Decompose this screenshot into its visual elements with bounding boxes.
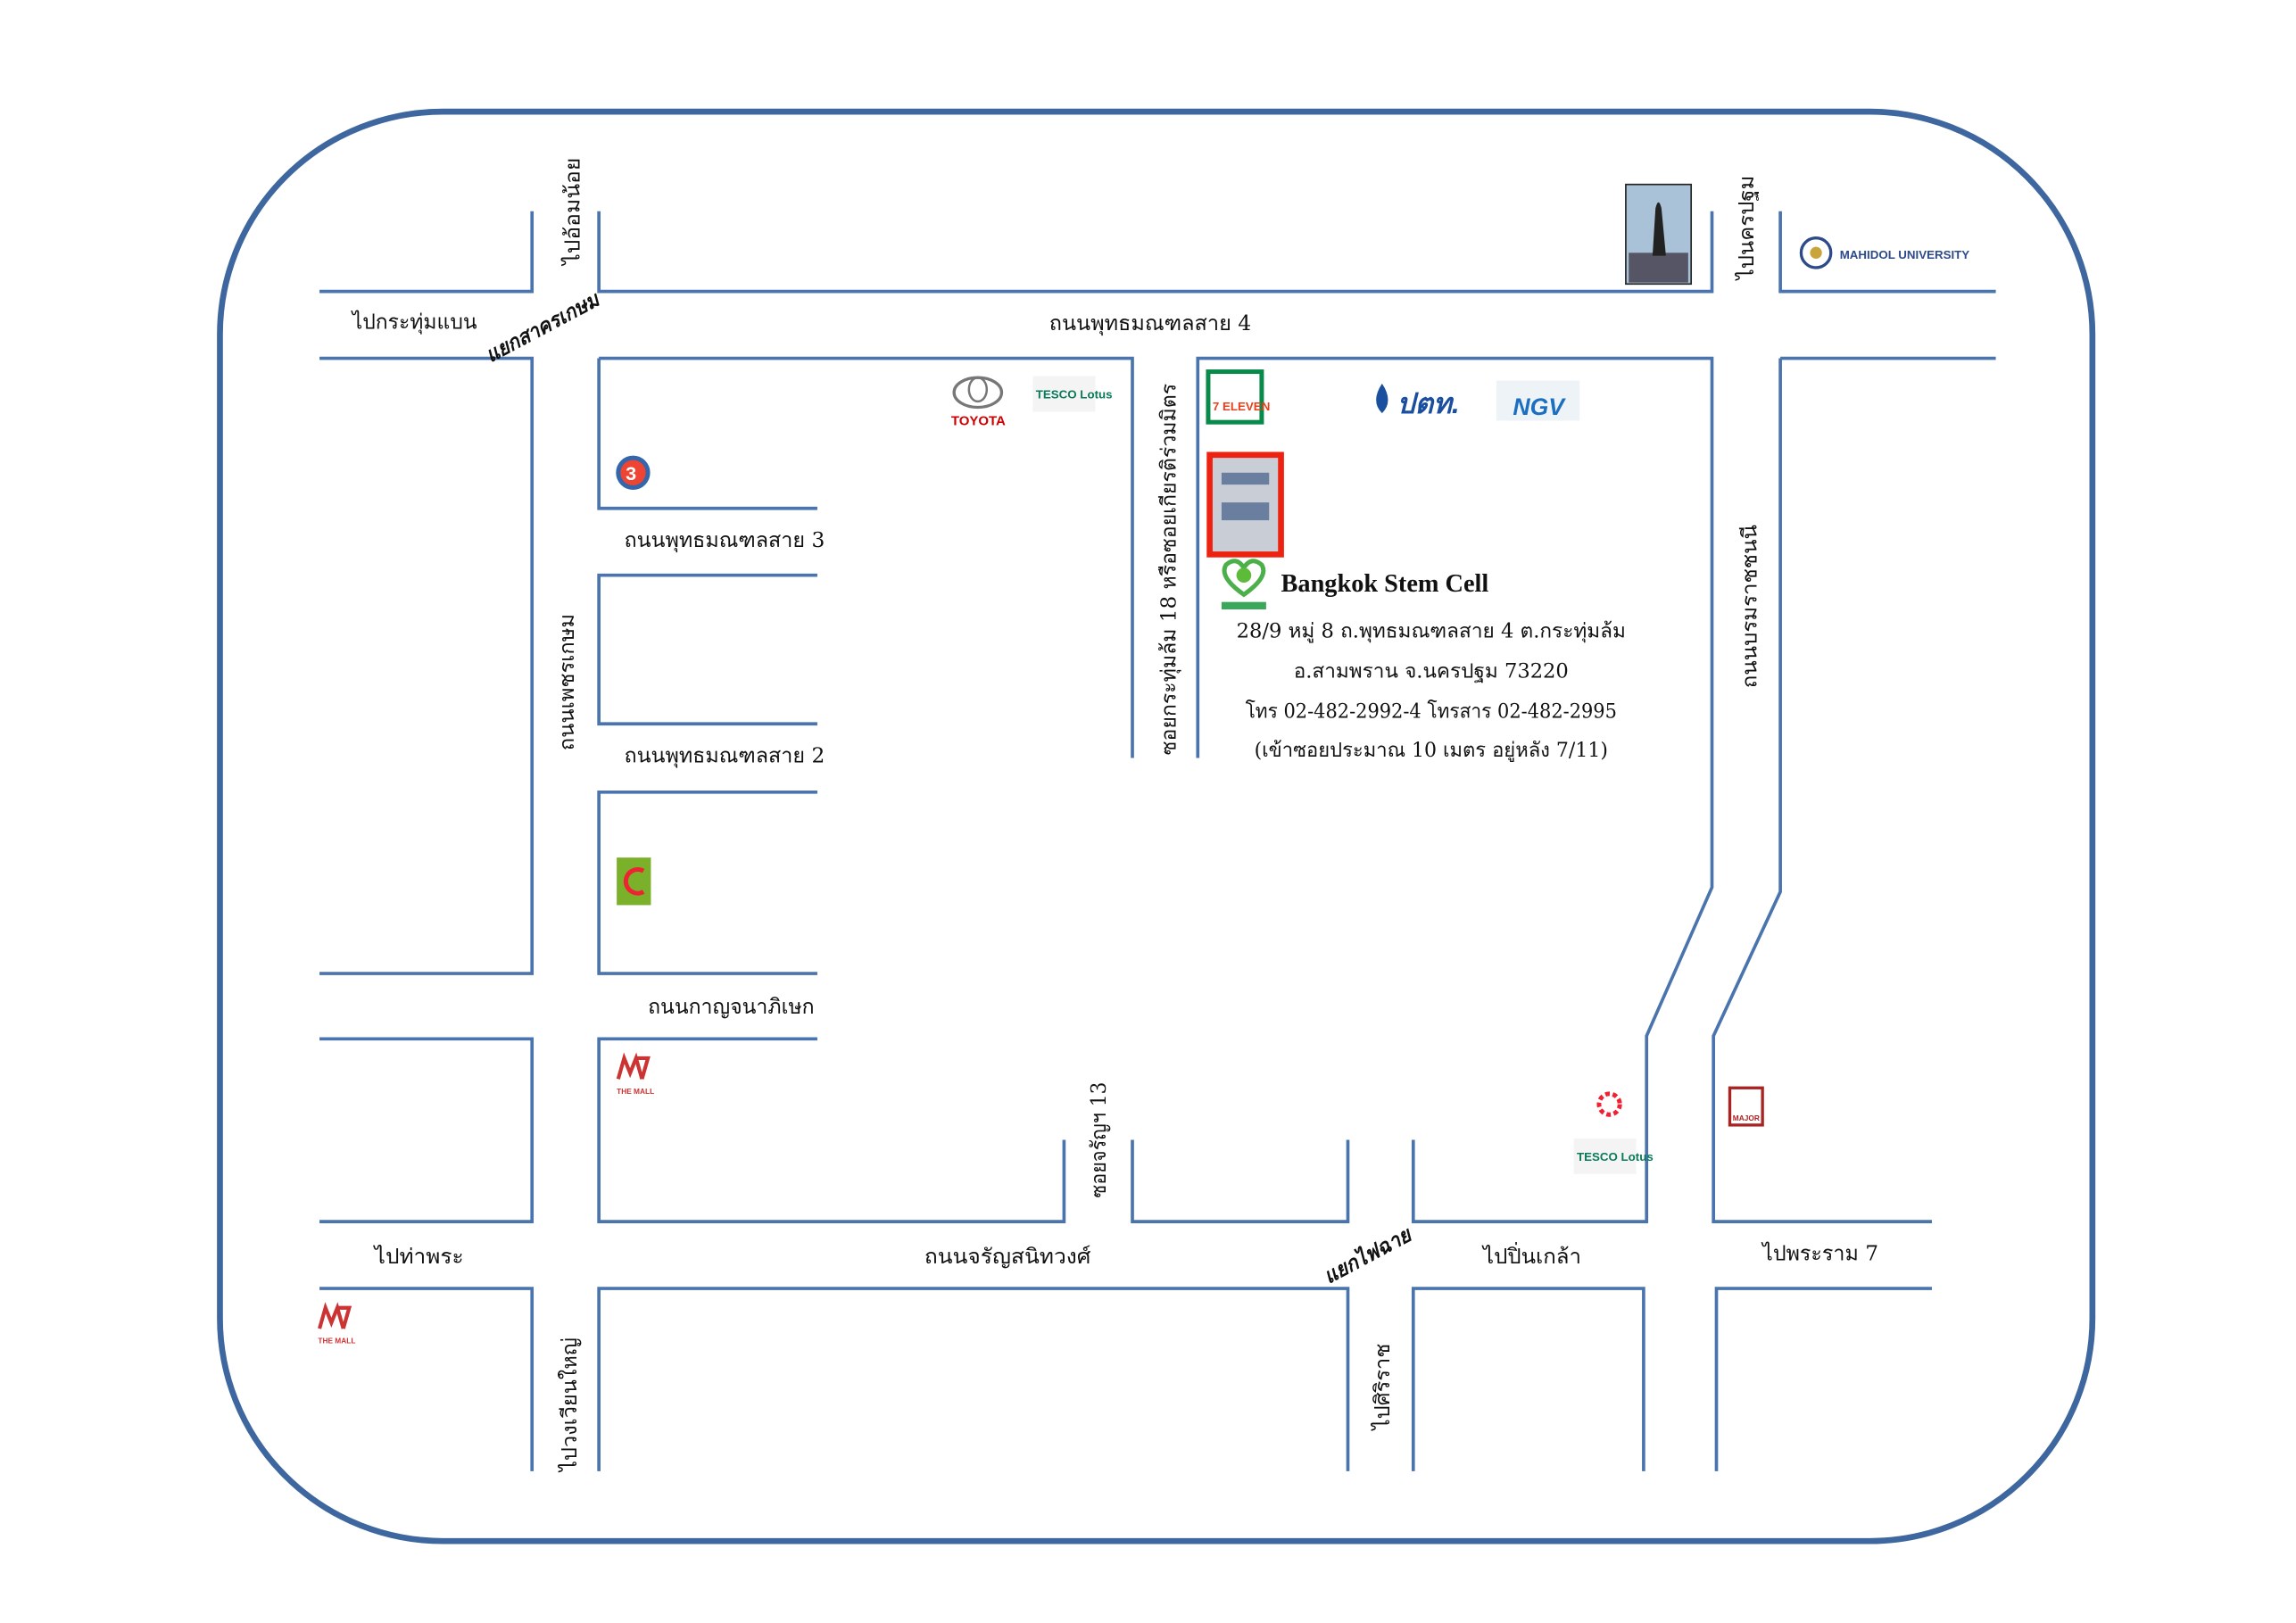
direction-om-noi: ไปอ้อมน้อย xyxy=(560,158,584,267)
svg-text:7 ELEVEN: 7 ELEVEN xyxy=(1213,400,1270,413)
direction-wongwian-yai: ไปวงเวียนใหญ่ xyxy=(558,1337,582,1473)
svg-text:TESCO Lotus: TESCO Lotus xyxy=(1577,1150,1654,1163)
svg-text:3: 3 xyxy=(626,462,636,484)
road-label-charansanitwong: ถนนจรัญสนิทวงศ์ xyxy=(924,1245,1091,1269)
svg-text:NGV: NGV xyxy=(1513,393,1566,420)
svg-text:TESCO Lotus: TESCO Lotus xyxy=(1036,388,1113,402)
the-mall-logo-2: THE MALL xyxy=(318,1302,355,1346)
destination-phone: โทร 02-482-2992-4 โทรสาร 02-482-2995 xyxy=(1246,700,1617,724)
ptt-ngv-logo: NGV xyxy=(1496,380,1580,421)
road-label-phetkasem: ถนนเพชรเกษม xyxy=(555,614,579,750)
tesco-lotus-logo: TESCO Lotus xyxy=(1032,376,1113,412)
direction-krathum-baen: ไปกระทุ่มแบน xyxy=(351,310,477,334)
destination-address-line2: อ.สามพราน จ.นครปฐม 73220 xyxy=(1294,660,1569,683)
svg-text:TOYOTA: TOYOTA xyxy=(951,414,1006,429)
svg-text:THE MALL: THE MALL xyxy=(617,1087,654,1096)
direction-rama-7: ไปพระราม 7 xyxy=(1761,1241,1878,1265)
map-frame xyxy=(217,108,2096,1544)
road-label-soi-krathum-lom: ซอยกระทุ่มล้ม 18 หรือซอยเกียรติร่วมมิตร xyxy=(1156,384,1181,755)
bangkok-stem-cell-logo xyxy=(1221,559,1266,610)
road-label-soi-charan-13: ซอยจรัญฯ 13 xyxy=(1087,1082,1111,1198)
junction-fai-chai: แยกไฟฉาย xyxy=(1320,1221,1417,1289)
toyota-logo: TOYOTA xyxy=(951,376,1006,429)
destination-name: Bangkok Stem Cell xyxy=(1281,570,1489,598)
channel-3-logo: 3 xyxy=(616,455,651,490)
ptt-logo: ปตท. xyxy=(1376,383,1460,419)
road-network xyxy=(319,211,1996,1471)
seven-eleven-logo: 7 ELEVEN xyxy=(1206,369,1270,425)
direction-pin-klao: ไปปิ่นเกล้า xyxy=(1481,1242,1581,1269)
direction-siriraj: ไปศิริราช xyxy=(1371,1344,1395,1432)
bangkok-stem-cell-building-photo xyxy=(1206,451,1284,558)
buddha-statue-image xyxy=(1625,183,1693,286)
road-label-phutthamonthon-3: ถนนพุทธมณฑลสาย 3 xyxy=(624,528,825,552)
destination-note: (เข้าซอยประมาณ 10 เมตร อยู่หลัง 7/11) xyxy=(1255,739,1608,762)
svg-text:ปตท.: ปตท. xyxy=(1397,387,1459,419)
junction-sakhon-kasem: แยกสาครเกษม xyxy=(482,287,605,368)
mahidol-university-logo: MAHIDOL UNIVERSITY xyxy=(1799,236,1970,269)
svg-text:MAJOR: MAJOR xyxy=(1733,1114,1760,1122)
destination-address-line1: 28/9 หมู่ 8 ถ.พุทธมณฑลสาย 4 ต.กระทุ่มล้ม xyxy=(1237,620,1626,643)
direction-nakhon-pathom: ไปนครปฐม xyxy=(1735,176,1759,282)
major-cineplex-logo: MAJOR xyxy=(1728,1086,1764,1127)
the-mall-logo: THE MALL xyxy=(616,1052,654,1096)
direction-tha-phra: ไปท่าพระ xyxy=(373,1245,464,1269)
road-label-borommaratchachonnani: ถนนบรมราชชนนี xyxy=(1737,525,1761,688)
tesco-lotus-logo-2: TESCO Lotus xyxy=(1573,1091,1654,1174)
road-label-phutthamonthon-2: ถนนพุทธมณฑลสาย 2 xyxy=(624,744,825,768)
road-label-phutthamonthon-4: ถนนพุทธมณฑลสาย 4 xyxy=(1049,311,1251,335)
svg-text:MAHIDOL UNIVERSITY: MAHIDOL UNIVERSITY xyxy=(1840,248,1970,261)
svg-text:THE MALL: THE MALL xyxy=(318,1337,355,1346)
big-c-logo xyxy=(617,857,651,906)
road-label-kanchanaphisek: ถนนกาญจนาภิเษก xyxy=(648,995,815,1019)
